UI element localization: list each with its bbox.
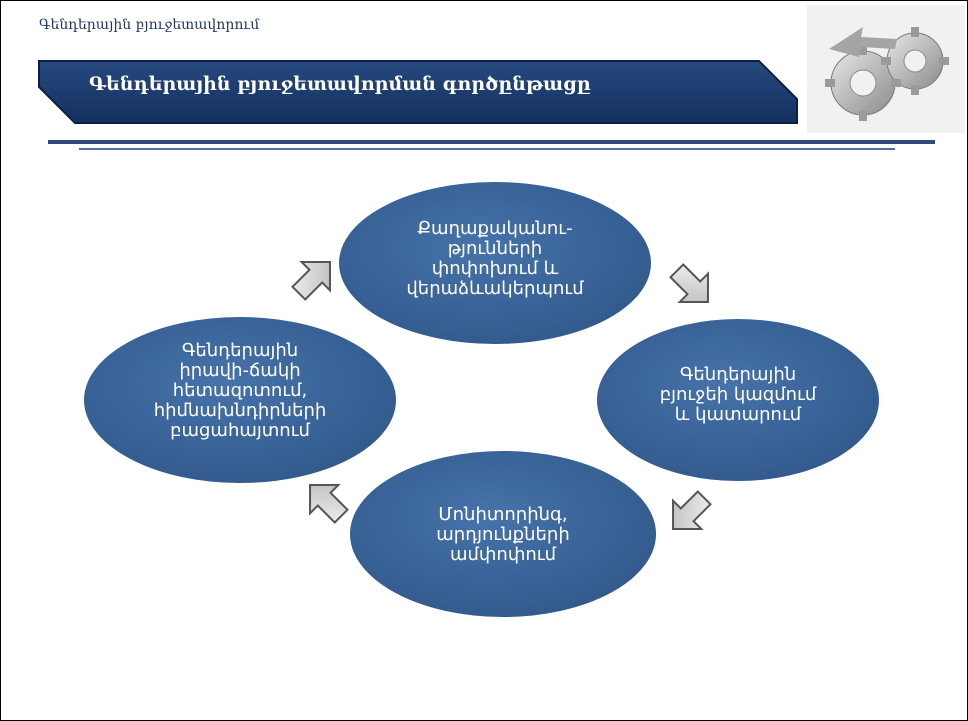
cycle-node-bottom bbox=[346, 447, 660, 621]
node-label-line: վերաձևակերպում bbox=[406, 278, 584, 299]
title-banner: Գենդերային բյուջետավորման գործընթացը bbox=[37, 59, 799, 125]
node-label-line: բացահայտում bbox=[170, 420, 310, 441]
banner-title: Գենդերային բյուջետավորման գործընթացը bbox=[89, 73, 591, 95]
node-label-line: և կատարում bbox=[674, 404, 802, 425]
node-label-line: Քաղաքականու- bbox=[417, 218, 573, 239]
divider-line-thin bbox=[79, 148, 895, 150]
node-label-line: Գենդերային bbox=[181, 340, 299, 361]
node-label-line: իրավի-ճակի bbox=[179, 360, 301, 381]
chevron-arrow-icon bbox=[669, 263, 709, 303]
node-label-line: ամփոփում bbox=[449, 544, 557, 565]
header-title: Գենդերային բյուջետավորում bbox=[39, 17, 260, 33]
chevron-arrow-icon bbox=[309, 484, 349, 524]
divider-line bbox=[48, 140, 935, 144]
node-label-line: արդյունքների bbox=[436, 524, 570, 545]
chevron-arrow-icon bbox=[672, 490, 712, 530]
chevron-arrow-icon bbox=[291, 261, 331, 301]
cycle-node-right bbox=[593, 315, 883, 485]
node-label-line: հետազոտում, bbox=[172, 380, 308, 401]
node-label-line: Մոնիտորինգ, bbox=[438, 504, 568, 525]
node-label-line: Գենդերային bbox=[679, 364, 797, 385]
gears-icon bbox=[807, 5, 965, 133]
node-label-line: թյունների bbox=[447, 238, 543, 259]
node-label-line: հիմնախնդիրների bbox=[153, 400, 327, 421]
banner-shape bbox=[38, 60, 798, 124]
node-label-line: բյուջեի կազմում bbox=[659, 384, 817, 405]
node-label-line: փոփոխում և bbox=[431, 258, 559, 279]
cycle-node-left bbox=[80, 313, 400, 487]
cycle-node-top bbox=[335, 178, 655, 348]
